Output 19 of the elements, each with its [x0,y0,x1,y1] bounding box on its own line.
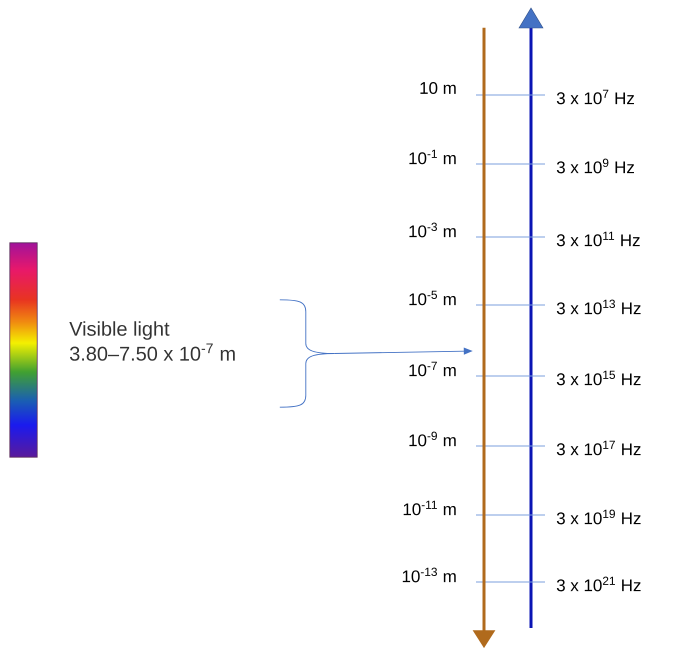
wavelength-label: 10$^{-1}$ m [409,150,456,164]
wavelength-label: 10$^{-5}$ m [409,290,456,306]
wavelength-label: 10$^{-3}$ m [409,222,456,238]
wavelength-label: 10$^{-13}$ m [402,568,456,582]
frequency-label: 3 x 10$^{21}$ Hz [556,576,641,592]
brace [279,299,335,408]
frequency-label: 3 x 10$^{17}$ Hz [556,440,641,456]
frequency-label: 3 x 10$^{9}$ Hz [556,158,634,174]
frequency-label: 3 x 10$^{15}$ Hz [556,370,641,386]
frequency-label: 3 x 10$^{13}$ Hz [556,300,641,314]
frequency-label: 3 x 10$^{11}$ Hz [556,232,640,246]
wavelength-label: 10$^{-11}$ m [404,500,456,516]
wavelength-label: 10 m [420,82,456,94]
wavelength-label: 10$^{-9}$ m [409,432,456,446]
spectrum-bar [9,242,38,458]
frequency-label: 3 x 10$^{19}$ Hz [556,510,641,524]
frequency-label: 3 x 10$^{7}$ Hz [556,90,634,104]
wavelength-label: 10$^{-7}$ m [409,362,456,376]
visible-light-label: Visible light 3.80–7.50 x 10$^{-7}$ m [69,321,235,361]
